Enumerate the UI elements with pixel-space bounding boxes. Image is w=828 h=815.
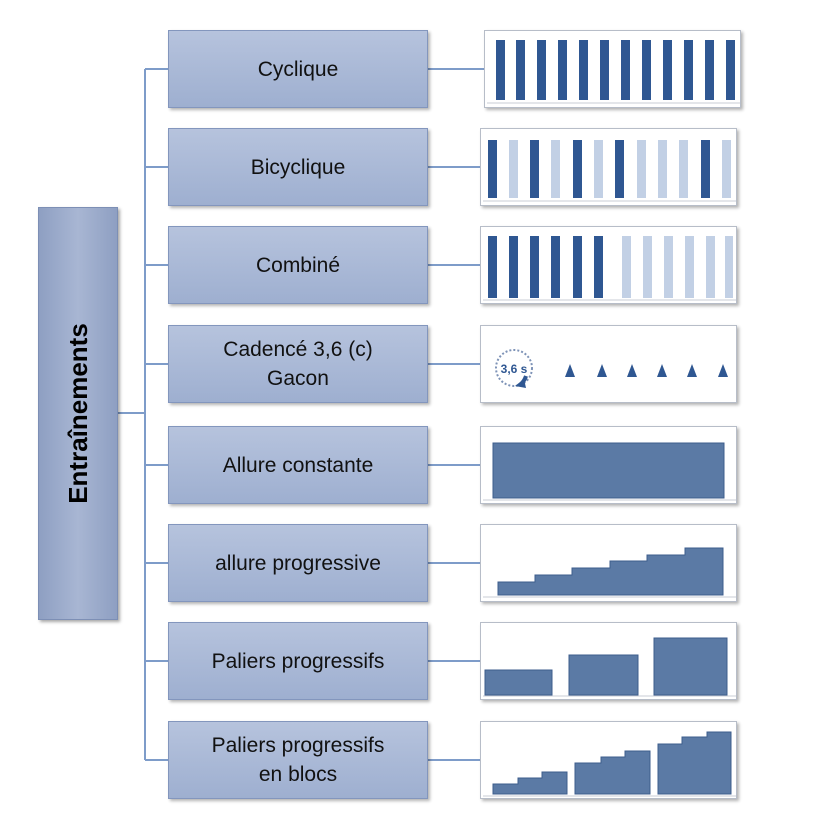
node-bicyclique: Bicyclique [168,128,428,206]
pattern-cadence: 3,6 s [480,325,737,403]
pattern-paliers-progressifs [480,622,737,700]
pattern-combine [480,226,737,304]
node-label: Paliers progressifs [211,649,385,673]
node-combine: Combiné [168,226,428,304]
node-label: Combiné [255,253,341,277]
node-label: allure progressive [215,551,381,575]
pattern-paliers-blocs [480,721,737,799]
node-label: Bicyclique [250,155,346,179]
pattern-allure-constante [480,426,737,504]
pattern-allure-progressive [480,524,737,602]
node-label: Allure constante [222,453,374,477]
cyclique-bars [494,38,737,102]
node-allure-progressive: allure progressive [168,524,428,602]
pattern-cyclique [484,30,741,108]
node-label: Paliers progressifs en blocs [211,734,385,786]
node-label: Cyclique [257,57,339,81]
node-label: Cadencé 3,6 (c) Gacon [223,338,373,390]
root-label: Entraînements [62,323,93,504]
node-cyclique: Cyclique [168,30,428,108]
timer-icon: 3,6 s [495,349,533,388]
beat-markers [565,364,728,377]
node-paliers-blocs: Paliers progressifs en blocs [168,721,428,799]
node-paliers-progressifs: Paliers progressifs [168,622,428,700]
node-allure-constante: Allure constante [168,426,428,504]
timer-label: 3,6 s [501,362,528,376]
pattern-bicyclique [480,128,737,206]
root-node: Entraînements [38,207,118,620]
node-cadence: Cadencé 3,6 (c) Gacon [168,325,428,403]
